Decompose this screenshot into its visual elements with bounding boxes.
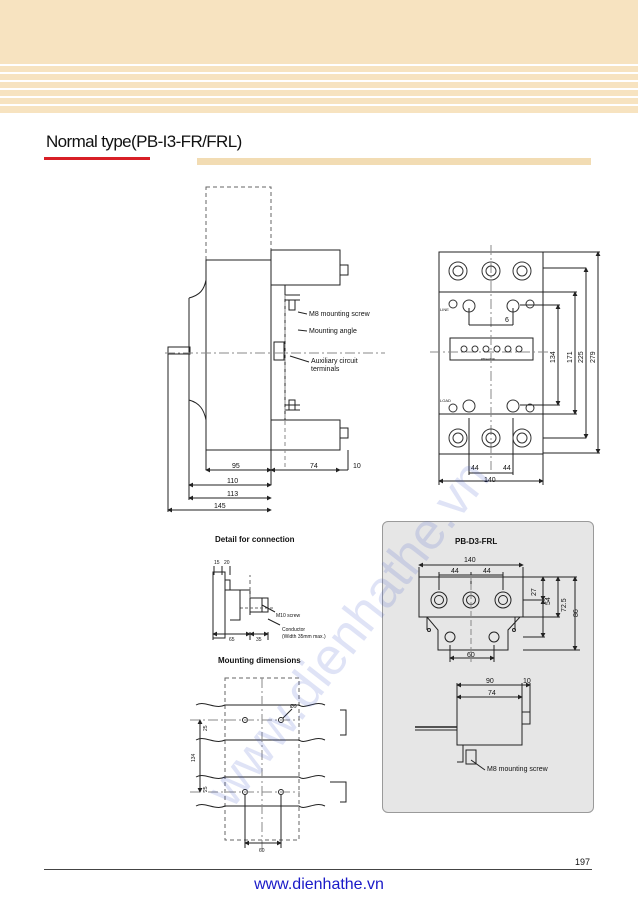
side-view-labels: M8 mounting screw Mounting angle Auxilia… [214,311,371,510]
dim-6: 6 [505,317,509,324]
pb-d3-front-drawing [418,562,580,662]
dim-44-pb-right: 44 [483,568,491,575]
dim-60-pb: 60 [467,652,475,659]
dim-60-mount: 60 [259,848,265,854]
dim-171: 171 [567,351,574,363]
banner-stripe [0,96,638,98]
m10-screw-label: M10 screw [276,613,301,619]
pb-d3-side-drawing [415,682,531,771]
hole-diameter-label: Ø9 [290,704,297,710]
line-label: LINE [440,307,449,312]
dim-44-pb-left: 44 [451,568,459,575]
dim-90-pb: 90 [486,678,494,685]
dim-65: 65 [229,637,235,643]
front-view-labels: LINE LOAD PB/A2/D3L 6 44 44 140 134 171 … [440,307,597,484]
dim-10: 10 [353,463,361,470]
banner-stripe [0,80,638,82]
detail-connection-labels: Detail for connection 15 20 65 35 M10 sc… [214,535,326,643]
dim-27-pb: 27 [531,588,538,596]
dim-279: 279 [590,351,597,363]
dim-95: 95 [232,463,240,470]
pb-d3-frl-panel [382,521,594,813]
dim-74-pb: 74 [488,690,496,697]
dim-44-right: 44 [503,465,511,472]
callout-aux-terminals: Auxiliary circuit [311,358,358,365]
dim-140: 140 [484,477,496,484]
header-banner [0,0,638,113]
dim-35: 35 [256,637,262,643]
front-view-drawing [430,245,601,485]
terminal-block-label: PB/A2/D3L [481,357,496,361]
callout-m8-screw: M8 mounting screw [309,311,371,318]
title-rule [197,158,591,165]
dim-25-top: 25 [203,725,209,731]
dim-74: 74 [310,463,318,470]
callout-mounting-angle: Mounting angle [309,328,357,335]
dim-72-5-pb: 72.5 [561,598,568,612]
banner-stripe [0,64,638,66]
dim-134-mount: 134 [191,753,197,762]
dim-20: 20 [224,560,230,566]
dim-86-pb: 86 [573,609,580,617]
dim-134: 134 [550,351,557,363]
banner-stripe [0,104,638,106]
mounting-dimensions-drawing [190,677,347,850]
detail-title: Detail for connection [215,535,295,544]
mounting-dimensions-labels: Mounting dimensions Ø9 134 25 25 60 [191,656,301,854]
dim-145: 145 [214,503,226,510]
pb-d3-title: PB-D3-FRL [455,537,497,546]
dim-15: 15 [214,560,220,566]
page-title: Normal type(PB-I3-FR/FRL) [46,132,242,151]
conductor-label: Conductor [282,627,305,633]
side-view-drawing [165,186,385,513]
dim-140-pb: 140 [464,557,476,564]
banner-stripe [0,88,638,90]
banner-stripe [0,72,638,74]
dim-54-pb: 54 [545,597,552,605]
callout-aux-terminals-2: terminals [311,366,340,373]
dim-10-pb: 10 [523,678,531,685]
page-number: 197 [575,857,591,867]
detail-connection-drawing [212,566,281,640]
pb-m8-screw-label: M8 mounting screw [487,766,549,773]
load-label: LOAD [440,398,451,403]
title-underline [44,157,150,160]
dim-225: 225 [578,351,585,363]
footer-rule [44,869,592,870]
website-link[interactable]: www.dienhathe.vn [254,876,384,893]
dim-110: 110 [227,478,238,485]
dim-44-left: 44 [471,465,479,472]
dim-113: 113 [227,491,238,498]
dim-25-bottom: 25 [203,786,209,792]
mounting-title: Mounting dimensions [218,656,301,665]
conductor-width-label: (Width 35mm max.) [282,634,326,640]
pb-d3-labels: PB-D3-FRL 140 44 44 27 54 72.5 86 60 90 … [451,537,580,773]
